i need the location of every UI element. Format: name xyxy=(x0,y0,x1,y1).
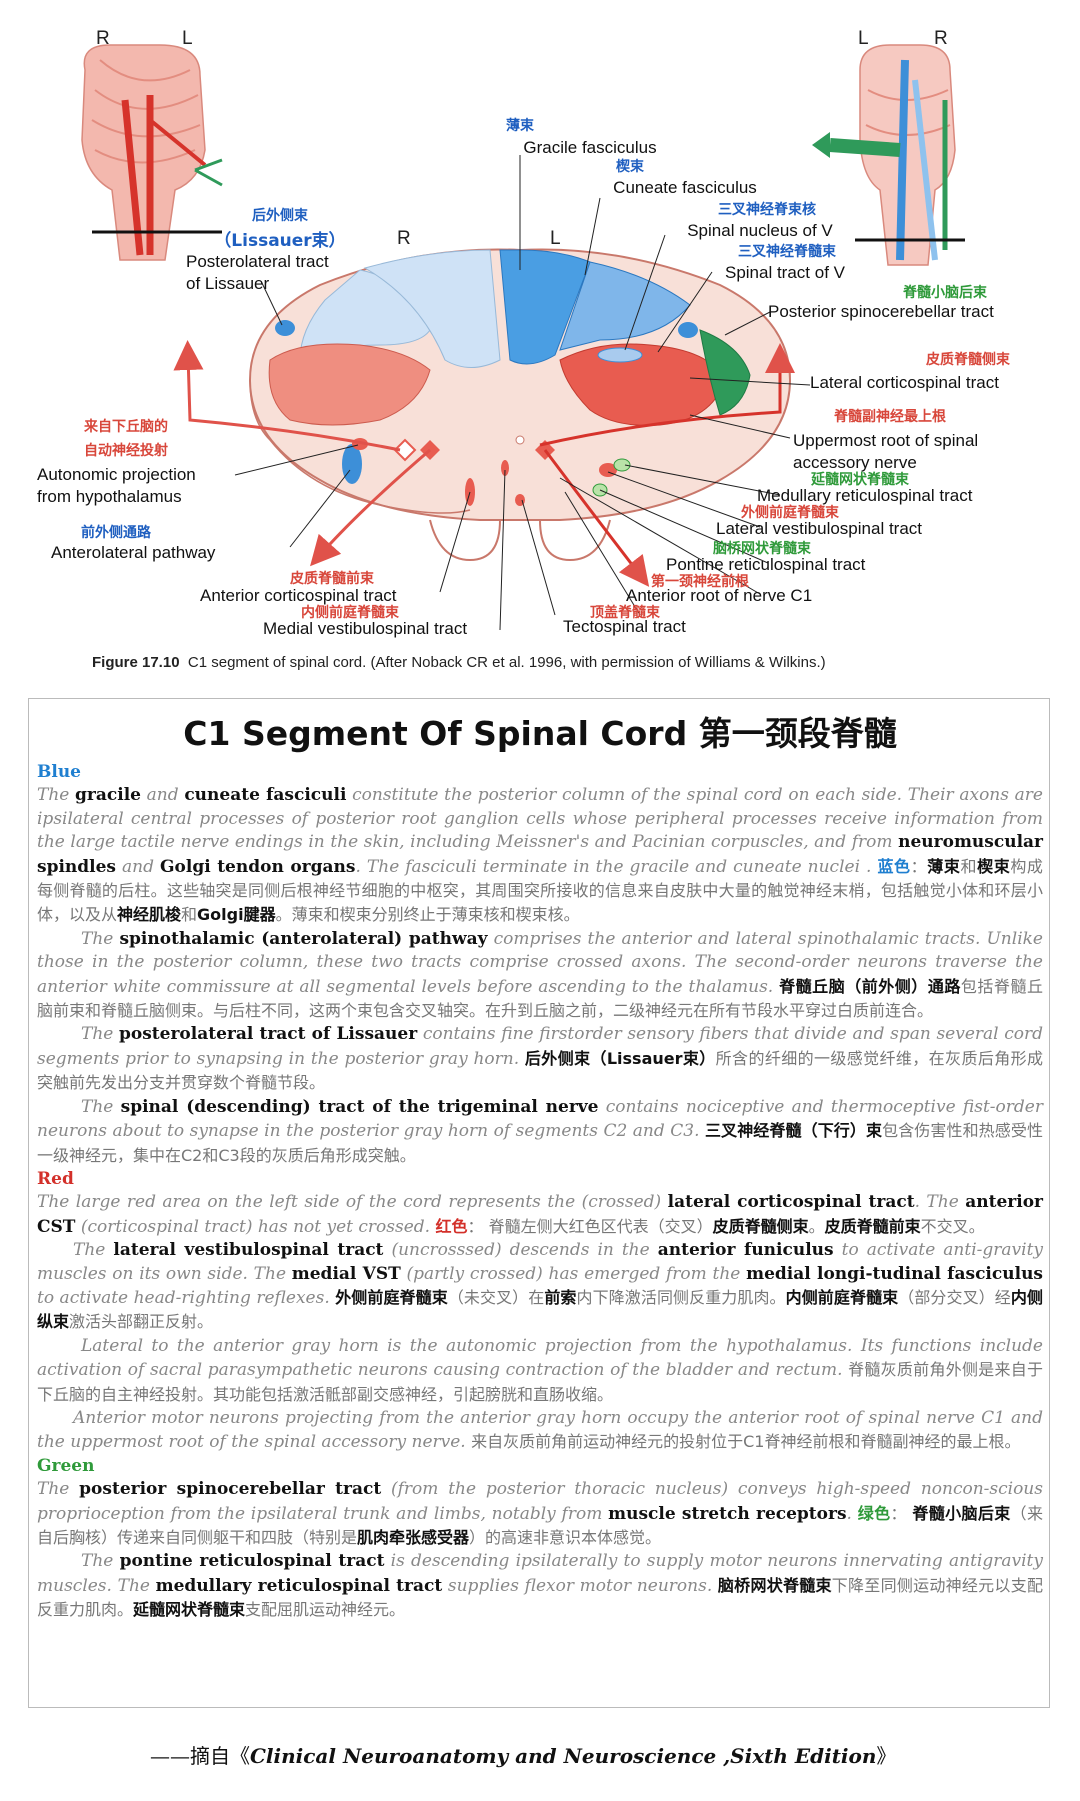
spinal-cord-figure: R L L R xyxy=(0,0,1080,650)
figure-caption-text: C1 segment of spinal cord. (After Noback… xyxy=(188,654,826,671)
anterolateral-label: Anterolateral pathway xyxy=(51,543,216,562)
autonomic-label-2: from hypothalamus xyxy=(37,487,182,506)
paragraph-vestibulospinal: The lateral vestibulospinal tract (uncro… xyxy=(37,1239,1043,1335)
cord-R: R xyxy=(397,228,411,249)
left-illus-R: R xyxy=(96,28,110,49)
lat-corticospinal-cn-label: 皮质脊髓侧束 xyxy=(925,351,1011,368)
accessory-root-cn-label: 脊髓副神经最上根 xyxy=(833,408,947,425)
left-brainstem-illustration: R L xyxy=(82,28,222,260)
left-illus-L: L xyxy=(182,28,193,49)
accessory-root-label-1: Uppermost root of spinal xyxy=(793,431,978,450)
gracile-cn-label: 薄束 xyxy=(506,117,535,134)
post-spinocerebellar-cn-label: 脊髓小脑后束 xyxy=(902,284,988,301)
source-citation: ——摘自《Clinical Neuroanatomy and Neuroscie… xyxy=(150,1740,896,1769)
right-illus-R: R xyxy=(934,28,948,49)
med-vestibulospinal-label: Medial vestibulospinal tract xyxy=(263,619,467,638)
article-body: Blue The gracile and cuneate fasciculi c… xyxy=(37,761,1043,1623)
anterolateral-cn-label: 前外侧通路 xyxy=(81,524,152,541)
paragraph-lissauer: The posterolateral tract of Lissauer con… xyxy=(37,1023,1043,1095)
right-illus-L: L xyxy=(858,28,869,49)
figure-caption: Figure 17.10 C1 segment of spinal cord. … xyxy=(92,654,1012,671)
tectospinal-label: Tectospinal tract xyxy=(563,617,686,636)
paragraph-autonomic: Lateral to the anterior gray horn is the… xyxy=(37,1335,1043,1407)
spinal-tract-v-cn-label: 三叉神经脊髓束 xyxy=(738,243,837,260)
section-heading-blue: Blue xyxy=(37,762,81,782)
article-title: C1 Segment Of Spinal Cord 第一颈段脊髓 xyxy=(29,707,1051,755)
post-spinocerebellar-label: Posterior spinocerebellar tract xyxy=(768,302,994,321)
lissauer-label-2: of Lissauer xyxy=(186,274,269,293)
paragraph-motor-neurons: Anterior motor neurons projecting from t… xyxy=(37,1407,1043,1455)
article-box: C1 Segment Of Spinal Cord 第一颈段脊髓 Blue Th… xyxy=(28,698,1050,1708)
section-heading-green: Green xyxy=(37,1456,94,1476)
ant-corticospinal-cn-label: 皮质脊髓前束 xyxy=(289,570,375,587)
spinal-tract-v-label: Spinal tract of V xyxy=(725,263,846,282)
gracile-label: Gracile fasciculus xyxy=(523,138,656,157)
figure-number: Figure 17.10 xyxy=(92,654,180,671)
spinal-nucleus-v-label: Spinal nucleus of V xyxy=(687,221,833,240)
right-brainstem-illustration: L R xyxy=(812,28,965,265)
cord-cross-section xyxy=(250,249,790,560)
paragraph-spinothalamic: The spinothalamic (anterolateral) pathwa… xyxy=(37,928,1043,1024)
paragraph-gracile: The gracile and cuneate fasciculi consti… xyxy=(37,784,1043,927)
lissauer-label-1: Posterolateral tract xyxy=(186,252,329,271)
paragraph-spinocerebellar: The posterior spinocerebellar tract (fro… xyxy=(37,1478,1043,1550)
pontine-reticulospinal-label: Pontine reticulospinal tract xyxy=(666,555,866,574)
paragraph-corticospinal: The large red area on the left side of t… xyxy=(37,1191,1043,1239)
autonomic-label-1: Autonomic projection xyxy=(37,465,196,484)
cuneate-cn-label: 楔束 xyxy=(616,158,645,175)
lat-vestibulospinal-label: Lateral vestibulospinal tract xyxy=(716,519,922,538)
medullary-reticulospinal-label: Medullary reticulospinal tract xyxy=(757,486,973,505)
accessory-root-label-2: accessory nerve xyxy=(793,453,917,472)
paragraph-reticulospinal: The pontine reticulospinal tract is desc… xyxy=(37,1550,1043,1622)
lat-corticospinal-label: Lateral corticospinal tract xyxy=(810,373,999,392)
autonomic-cn-label-2: 自动神经投射 xyxy=(84,442,168,459)
ant-corticospinal-label: Anterior corticospinal tract xyxy=(200,586,397,605)
cuneate-label: Cuneate fasciculus xyxy=(613,178,757,197)
section-heading-red: Red xyxy=(37,1169,74,1189)
cord-L: L xyxy=(550,228,561,249)
lissauer-cn-label-1: 后外侧束 xyxy=(252,207,309,224)
lissauer-cn-label-2: （Lissauer束） xyxy=(214,230,345,251)
paragraph-trigeminal: The spinal (descending) tract of the tri… xyxy=(37,1096,1043,1168)
autonomic-cn-label-1: 来自下丘脑的 xyxy=(83,418,168,435)
c1-root-label: Anterior root of nerve C1 xyxy=(626,586,812,605)
spinal-nucleus-v-cn-label: 三叉神经脊束核 xyxy=(718,201,816,218)
